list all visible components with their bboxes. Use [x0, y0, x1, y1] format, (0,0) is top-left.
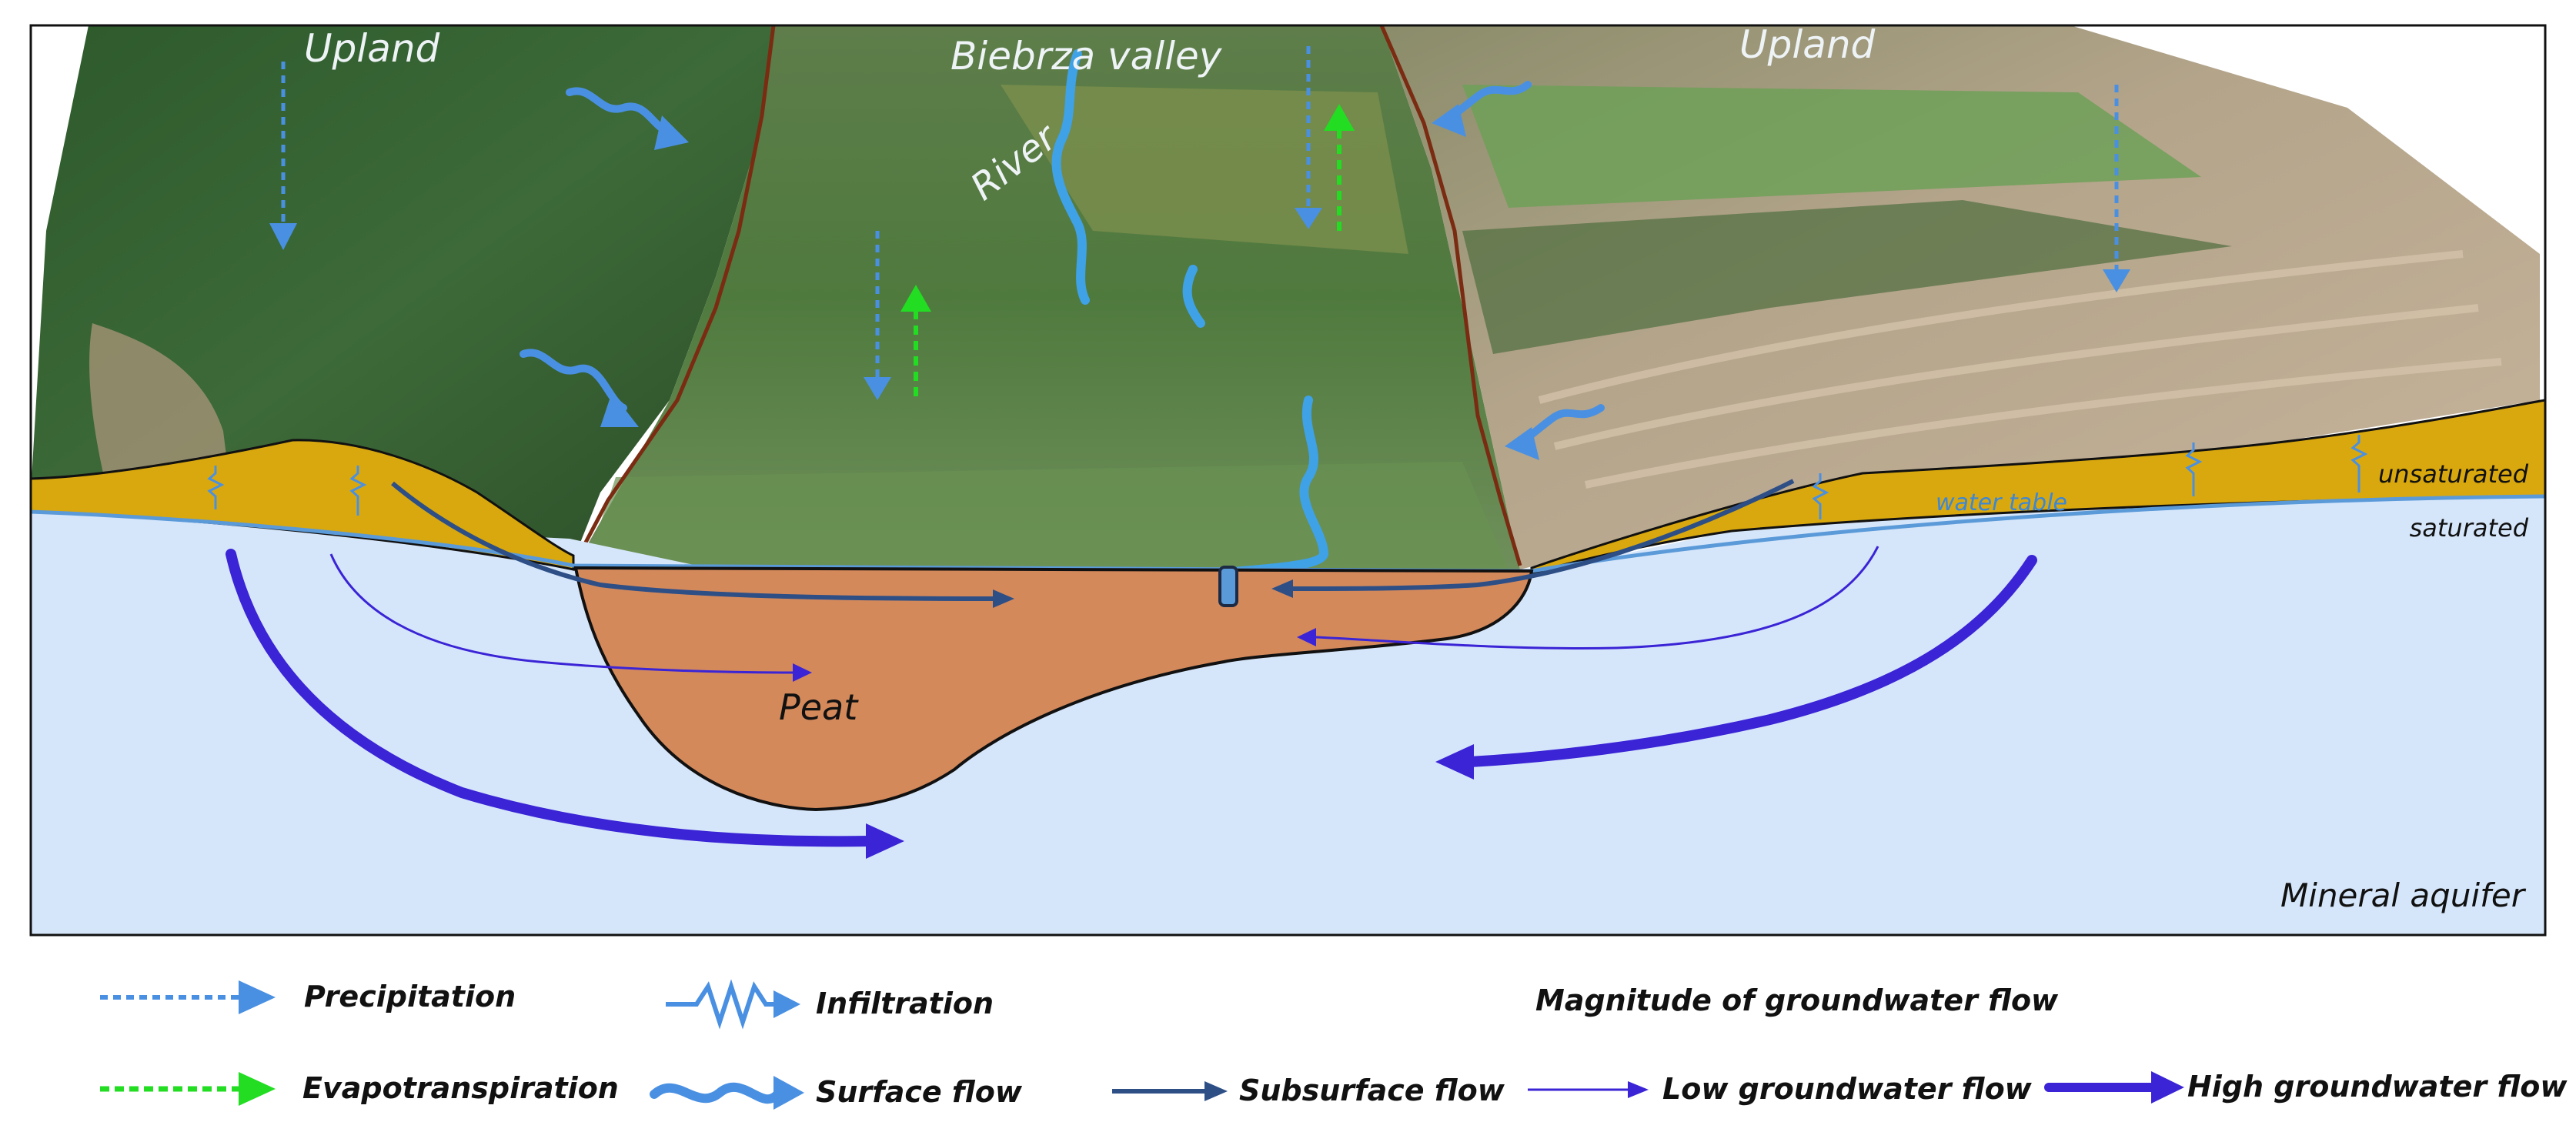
- valley-meadow-patch-2: [585, 462, 1509, 569]
- cross-section-frame: [29, 24, 2547, 937]
- legend-item-evapotranspiration: Evapotranspiration: [100, 1071, 619, 1106]
- subsurface-flow-arrowheads: [993, 579, 1293, 608]
- legend-item-surface-flow: Surface flow: [650, 1075, 1023, 1110]
- surface-flow-arrowheads: [600, 104, 1539, 460]
- high-groundwater-flow-arrows: [226, 549, 2037, 847]
- cross-section: [29, 24, 2547, 937]
- legend-label-infiltration: Infiltration: [816, 987, 994, 1020]
- label-saturated: saturated: [2410, 513, 2529, 543]
- legend-item-precipitation: Precipitation: [100, 980, 516, 1014]
- low-groundwater-flow-arrowheads: [793, 628, 1316, 682]
- legend: Precipitation Evapotranspiration Infiltr…: [100, 979, 2568, 1110]
- peat-body: [573, 566, 1534, 812]
- valley-edge-left: [571, 25, 776, 567]
- bare-slope-patch: [89, 323, 231, 493]
- precipitation-arrows: [281, 46, 2119, 377]
- high-groundwater-flow-arrowheads: [866, 744, 1474, 859]
- legend-title-magnitude: Magnitude of groundwater flow: [1535, 983, 2059, 1017]
- label-water-table: water table: [1936, 489, 2067, 516]
- evapotranspiration-arrows: [914, 127, 1341, 396]
- label-upland-left: Upland: [304, 26, 440, 71]
- legend-item-subsurface-flow: Subsurface flow: [1112, 1074, 1505, 1107]
- aerial-landscape: [31, 25, 2540, 578]
- legend-label-precipitation: Precipitation: [304, 980, 516, 1013]
- legend-item-high-groundwater-flow: High groundwater flow: [2044, 1070, 2568, 1104]
- field-stripes: [1538, 250, 2502, 489]
- unsaturated-zone-right: [1530, 399, 2547, 575]
- legend-label-low-groundwater-flow: Low groundwater flow: [1662, 1072, 2033, 1106]
- legend-item-low-groundwater-flow: Low groundwater flow: [1528, 1072, 2033, 1106]
- subsurface-flow-arrows: [391, 479, 1795, 601]
- legend-item-infiltration: Infiltration: [666, 979, 994, 1030]
- river-notch: [1218, 566, 1238, 607]
- evapotranspiration-arrowheads: [900, 104, 1355, 312]
- legend-label-surface-flow: Surface flow: [816, 1075, 1023, 1109]
- infiltration-marks: [207, 435, 2368, 519]
- right-field-green: [1462, 85, 2201, 208]
- precipitation-arrowheads: [269, 208, 2130, 400]
- label-peat: Peat: [779, 686, 859, 728]
- right-field-dark: [1462, 200, 2232, 354]
- valley-edge-right: [1379, 25, 1522, 566]
- low-groundwater-flow-arrows: [329, 546, 1879, 674]
- label-biebrza-valley: Biebrza valley: [951, 34, 1223, 78]
- label-upland-right: Upland: [1739, 22, 1876, 67]
- label-mineral-aquifer: Mineral aquifer: [2280, 877, 2527, 914]
- legend-label-subsurface-flow: Subsurface flow: [1239, 1074, 1505, 1107]
- label-unsaturated: unsaturated: [2378, 459, 2529, 489]
- legend-label-evapotranspiration: Evapotranspiration: [302, 1071, 619, 1105]
- legend-label-high-groundwater-flow: High groundwater flow: [2187, 1070, 2568, 1104]
